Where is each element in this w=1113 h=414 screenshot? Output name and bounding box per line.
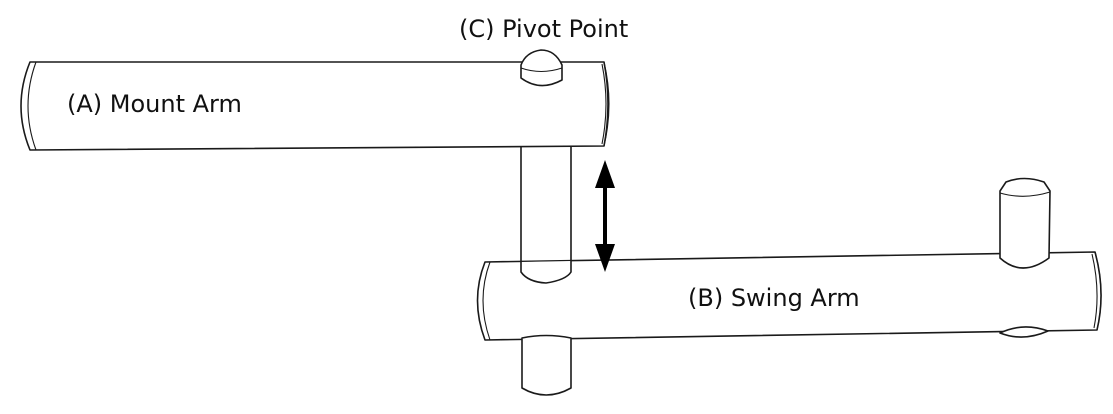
arrow-down-head-icon [595,244,615,272]
arrow-up-head-icon [595,160,615,188]
mount-arm [20,61,610,151]
label-swing-arm: (B) Swing Arm [688,284,860,312]
pivot-shaft [520,145,572,271]
gap-adjust-arrow [595,160,615,272]
label-mount-arm: (A) Mount Arm [67,90,242,118]
swing-arm [476,251,1102,341]
pivot-cap [520,49,563,87]
swing-arm-post [999,177,1051,269]
label-pivot-point: (C) Pivot Point [459,15,628,43]
pivot-shaft-lower [521,334,572,396]
